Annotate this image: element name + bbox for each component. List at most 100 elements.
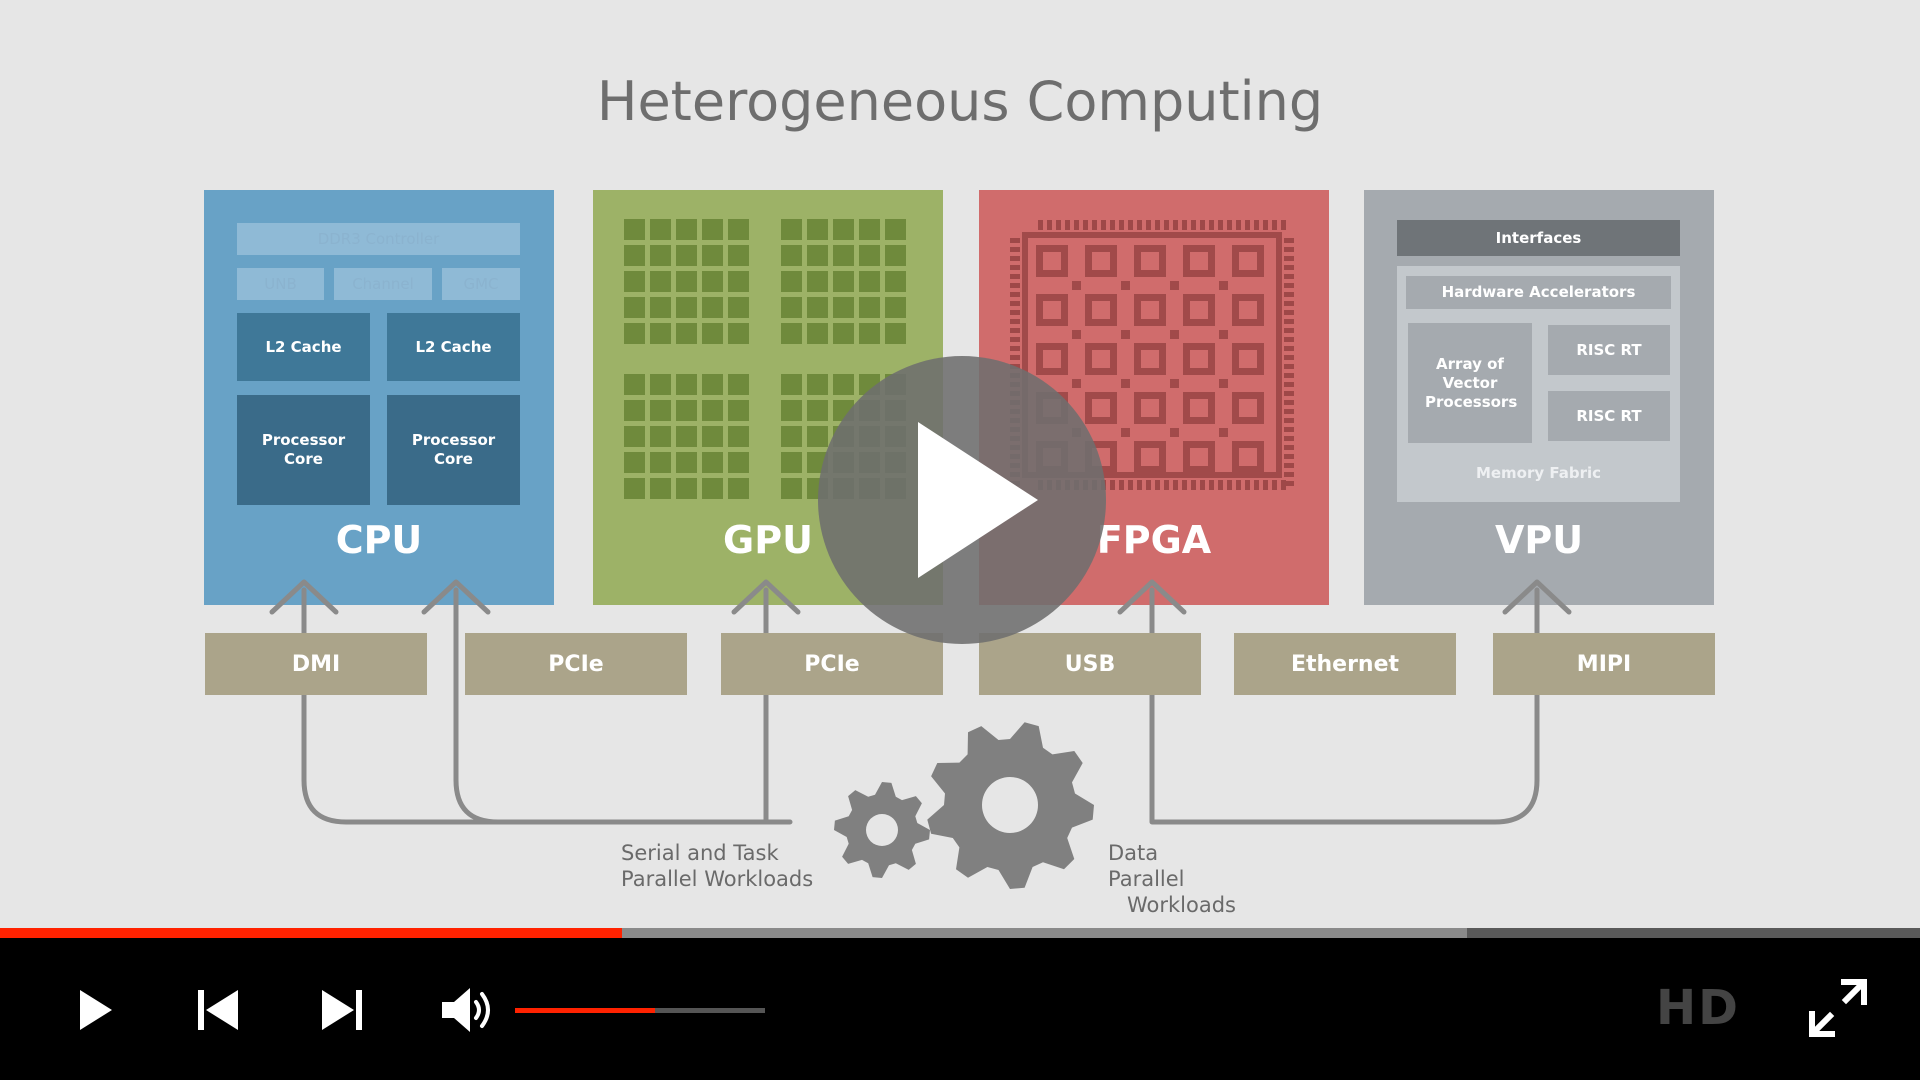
gpu-core-cell xyxy=(650,245,671,266)
fpga-pin xyxy=(1236,480,1241,490)
fpga-pin xyxy=(1065,220,1070,230)
gpu-core-cell xyxy=(728,323,749,344)
fpga-interconnect xyxy=(1121,379,1130,388)
fpga-pin xyxy=(1284,355,1294,360)
fpga-pin xyxy=(1010,328,1020,333)
gpu-core-cell xyxy=(624,271,645,292)
fpga-pin xyxy=(1284,382,1294,387)
fpga-pin xyxy=(1284,265,1294,270)
gpu-core-cell xyxy=(624,452,645,473)
gpu-core-cell xyxy=(807,323,828,344)
progress-buffered xyxy=(0,928,1467,938)
gpu-core-cell xyxy=(624,323,645,344)
gpu-core-cell xyxy=(650,426,671,447)
next-button[interactable] xyxy=(310,978,374,1042)
previous-button[interactable] xyxy=(186,978,250,1042)
fullscreen-button[interactable] xyxy=(1806,976,1870,1040)
fpga-pin xyxy=(1010,355,1020,360)
progress-bar[interactable] xyxy=(0,928,1920,938)
gpu-core-cell xyxy=(728,374,749,395)
gpu-core-cell xyxy=(624,297,645,318)
video-frame[interactable]: Heterogeneous Computing DDR3 Controller … xyxy=(0,0,1920,928)
caption-serial-workloads: Serial and Task Parallel Workloads xyxy=(621,841,814,891)
fpga-pin xyxy=(1263,480,1268,490)
fpga-pin xyxy=(1155,480,1160,490)
gpu-core-cell xyxy=(859,297,880,318)
gpu-core-cell xyxy=(781,297,802,318)
fpga-pin xyxy=(1281,480,1286,490)
fpga-logic-block-inner xyxy=(1043,252,1061,270)
cpu-label: CPU xyxy=(335,518,423,562)
gpu-core-cell xyxy=(728,400,749,421)
fpga-pin xyxy=(1173,480,1178,490)
gpu-core-cell xyxy=(676,271,697,292)
play-icon xyxy=(918,422,1038,578)
fpga-interconnect xyxy=(1170,281,1179,290)
gpu-core-cell xyxy=(624,219,645,240)
fpga-pin xyxy=(1245,480,1250,490)
fpga-pin xyxy=(1284,436,1294,441)
fpga-logic-block-inner xyxy=(1239,399,1257,417)
fpga-pin xyxy=(1038,220,1043,230)
fpga-pin xyxy=(1083,220,1088,230)
fpga-pin xyxy=(1263,220,1268,230)
fpga-logic-block-inner xyxy=(1190,252,1208,270)
gear-icon xyxy=(927,722,1094,889)
fpga-interconnect xyxy=(1121,428,1130,437)
fpga-pin xyxy=(1128,220,1133,230)
gpu-core-cell xyxy=(859,245,880,266)
gpu-core-cell xyxy=(781,400,802,421)
fpga-logic-block-inner xyxy=(1092,399,1110,417)
hd-quality-button[interactable]: HD xyxy=(1656,980,1741,1036)
gpu-core-cell xyxy=(676,297,697,318)
fpga-interconnect xyxy=(1219,428,1228,437)
volume-button[interactable] xyxy=(434,978,498,1042)
gpu-core-cell xyxy=(650,297,671,318)
fpga-logic-block-inner xyxy=(1092,301,1110,319)
cpu-channel: Channel xyxy=(334,268,432,300)
fpga-interconnect xyxy=(1170,379,1179,388)
volume-slider[interactable] xyxy=(515,1008,765,1013)
vpu-risc-rt-2: RISC RT xyxy=(1576,406,1642,425)
gpu-core-cell xyxy=(807,219,828,240)
fpga-pin xyxy=(1137,480,1142,490)
fpga-pin xyxy=(1218,220,1223,230)
bus-mipi: MIPI xyxy=(1493,633,1715,695)
fpga-pin xyxy=(1284,346,1294,351)
fpga-pin xyxy=(1227,220,1232,230)
gpu-core-cell xyxy=(702,400,723,421)
gpu-core-cell xyxy=(676,452,697,473)
fpga-logic-block-inner xyxy=(1239,350,1257,368)
fpga-pin xyxy=(1272,480,1277,490)
bus-dmi: DMI xyxy=(205,633,427,695)
gpu-core-cell xyxy=(702,426,723,447)
fpga-pin xyxy=(1284,463,1294,468)
fpga-pin xyxy=(1010,319,1020,324)
skip-forward-icon xyxy=(322,990,362,1030)
fpga-logic-block-inner xyxy=(1043,301,1061,319)
fpga-pin xyxy=(1010,337,1020,342)
fpga-pin xyxy=(1010,256,1020,261)
gpu-core-cell xyxy=(624,245,645,266)
fpga-interconnect xyxy=(1072,330,1081,339)
gpu-label: GPU xyxy=(723,518,813,562)
fpga-pin xyxy=(1272,220,1277,230)
fpga-logic-block-inner xyxy=(1190,399,1208,417)
fpga-pin xyxy=(1284,364,1294,369)
play-overlay-button[interactable] xyxy=(818,356,1106,644)
fpga-interconnect xyxy=(1170,428,1179,437)
gpu-core-cell xyxy=(650,374,671,395)
gpu-core-cell xyxy=(833,374,854,395)
gpu-core-cell xyxy=(807,297,828,318)
fpga-pin xyxy=(1284,247,1294,252)
gpu-core-cell xyxy=(885,297,906,318)
gpu-core-cell xyxy=(702,219,723,240)
gpu-core-cell xyxy=(728,478,749,499)
gpu-core-cell xyxy=(728,452,749,473)
gpu-core-cell xyxy=(702,297,723,318)
play-icon xyxy=(80,990,112,1030)
play-button[interactable] xyxy=(62,978,126,1042)
fpga-pin xyxy=(1164,220,1169,230)
gpu-core-cell xyxy=(702,478,723,499)
